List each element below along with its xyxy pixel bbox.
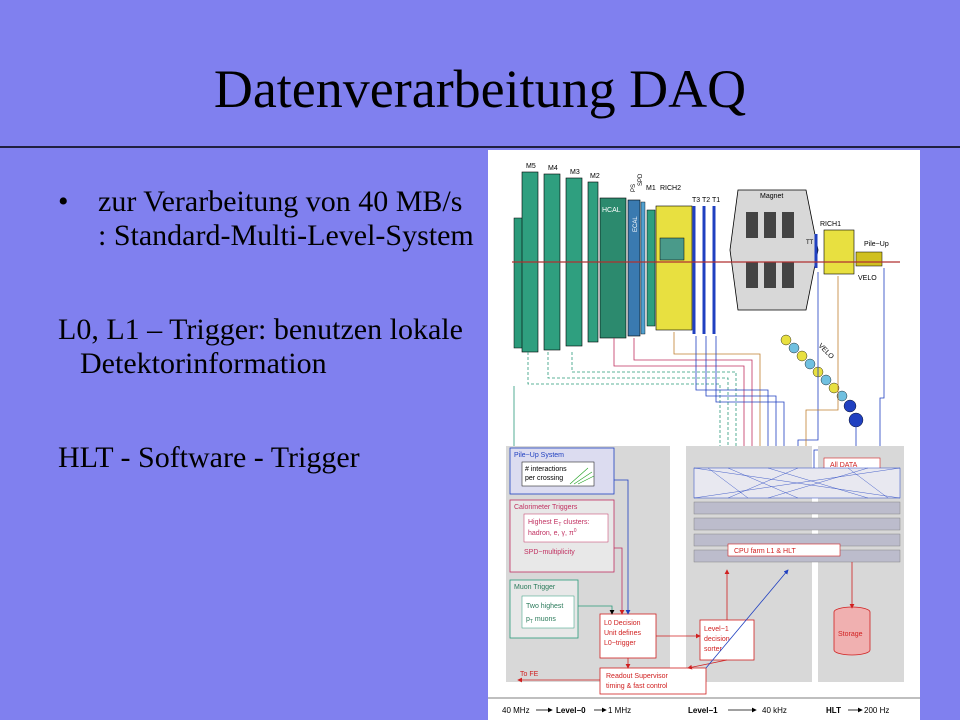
label-tracking: T3 T2 T1 (692, 197, 720, 204)
rate-1mhz: 1 MHz (608, 706, 631, 715)
label-rich2: RICH2 (660, 185, 681, 192)
paragraph-hlt: HLT - Software - Trigger (58, 441, 360, 474)
level1-sorter-line2: decision (704, 636, 730, 643)
readout-line2: timing & fast control (606, 683, 668, 690)
label-m4: M4 (548, 165, 558, 172)
trigger-connections (517, 479, 855, 683)
clusters-text-end: clusters: (561, 519, 589, 526)
cpu-rack-row (693, 517, 901, 531)
rate-hlt: HLT (826, 706, 841, 715)
calo-triggers-title: Calorimeter Triggers (514, 504, 578, 511)
label-spd: SPD (638, 173, 644, 186)
detector-layout: M5 M4 M3 M2 M1 PS SPD HCAL ECAL RICH2 T3… (512, 163, 900, 353)
bullet-text: zur Verarbeitung von 40 MB/s : Standard-… (98, 185, 474, 252)
magnet-coil (764, 212, 776, 238)
velo-disks: VELO (780, 334, 864, 428)
storage-cylinder (833, 606, 871, 656)
particles-line: hadron, e, γ, π0 (528, 528, 577, 537)
title-divider (0, 146, 960, 148)
switch-links (693, 467, 901, 499)
magnet-coil (764, 262, 776, 288)
clusters-box (523, 513, 609, 543)
magnet-yoke (729, 189, 819, 311)
rate-200hz: 200 Hz (864, 706, 889, 715)
two-highest-line1: Two highest (526, 603, 563, 610)
label-velo: VELO (858, 275, 877, 282)
rich2-block (655, 205, 693, 331)
label-pileup: Pile−Up (864, 241, 889, 248)
l0-decision-line3: L0−trigger (604, 640, 636, 647)
paragraph-l0-l1: L0, L1 – Trigger: benutzen lokale Detekt… (58, 313, 463, 380)
cpu-farm: All DATA CPU farm L1 & HLT (693, 457, 901, 563)
pileup-histogram (569, 467, 595, 485)
label-magnet: Magnet (760, 193, 783, 200)
magnet-coil (782, 212, 794, 238)
two-highest-box (521, 595, 575, 629)
rate-40mhz: 40 MHz (502, 706, 530, 715)
hcal-block (599, 197, 627, 339)
particles-text: hadron, e, γ, π (528, 530, 574, 537)
rich2-mirror (659, 237, 685, 261)
cpu-rack-row (693, 501, 901, 515)
label-m2: M2 (590, 173, 600, 180)
readout-line1: Readout Supervisor (606, 673, 669, 680)
interactions-line1: # interactions (525, 466, 567, 473)
l0-decision-box (599, 613, 657, 659)
pileup-system-title: Pile−Up System (514, 452, 564, 459)
bullet-item: • zur Verarbeitung von 40 MB/s : Standar… (58, 185, 478, 253)
two-highest-line2: pT muons (526, 616, 556, 625)
storage-label: Storage (838, 631, 863, 638)
readout-cables (513, 268, 885, 601)
pt-subscript: T (530, 619, 533, 625)
readout-supervisor-box (599, 667, 707, 695)
magnet-coil (746, 262, 758, 288)
label-ps: PS (631, 184, 637, 192)
daq-diagram: M5 M4 M3 M2 M1 PS SPD HCAL ECAL RICH2 T3… (488, 150, 920, 720)
cpu-farm-label-box (727, 543, 841, 557)
ps-spd-layer (640, 201, 646, 335)
rate-level0: Level−0 (556, 706, 586, 715)
l0-decision-line1: L0 Decision (604, 620, 641, 627)
label-hcal: HCAL (602, 207, 621, 214)
level1-sorter-box (699, 619, 755, 661)
velo-vessel (855, 251, 883, 267)
muon-trigger-title: Muon Trigger (514, 584, 556, 591)
magnet-coil (746, 212, 758, 238)
label-m5: M5 (526, 163, 536, 170)
pt-symbol: p (526, 616, 530, 623)
l0-decision-line2: Unit defines (604, 630, 641, 637)
slide-title: Datenverarbeitung DAQ (213, 59, 747, 119)
muons-text: muons (533, 616, 556, 623)
label-m3: M3 (570, 169, 580, 176)
pi-superscript: 0 (574, 528, 577, 534)
magnet-coil (782, 262, 794, 288)
clusters-line: Highest ET clusters: (528, 519, 589, 528)
clusters-subscript: T (558, 522, 561, 528)
rate-strip: 40 MHz Level−0 1 MHz Level−1 40 kHz HLT … (488, 697, 920, 715)
ecal-block (627, 199, 641, 337)
rate-40khz: 40 kHz (762, 706, 787, 715)
level1-sorter-line1: Level−1 (704, 626, 729, 633)
cpu-farm-label: CPU farm L1 & HLT (734, 548, 796, 555)
rich1-block (823, 229, 855, 275)
interactions-line2: per crossing (525, 475, 563, 482)
slide-body: • zur Verarbeitung von 40 MB/s : Standar… (58, 185, 478, 475)
spd-multiplicity: SPD−multiplicity (524, 549, 575, 556)
to-fe-label: To FE (520, 671, 539, 678)
clusters-text: Highest E (528, 519, 559, 526)
label-velo-side: VELO (817, 342, 836, 361)
muon-station-m1 (646, 209, 656, 327)
label-rich1: RICH1 (820, 221, 841, 228)
level1-sorter-line3: sorter (704, 646, 723, 653)
label-ecal: ECAL (633, 216, 639, 232)
bullet-symbol: • (58, 185, 69, 218)
all-data-label: All DATA (830, 462, 858, 469)
label-tt: TT (806, 240, 814, 246)
label-m1: M1 (646, 185, 656, 192)
rate-level1: Level−1 (688, 706, 718, 715)
